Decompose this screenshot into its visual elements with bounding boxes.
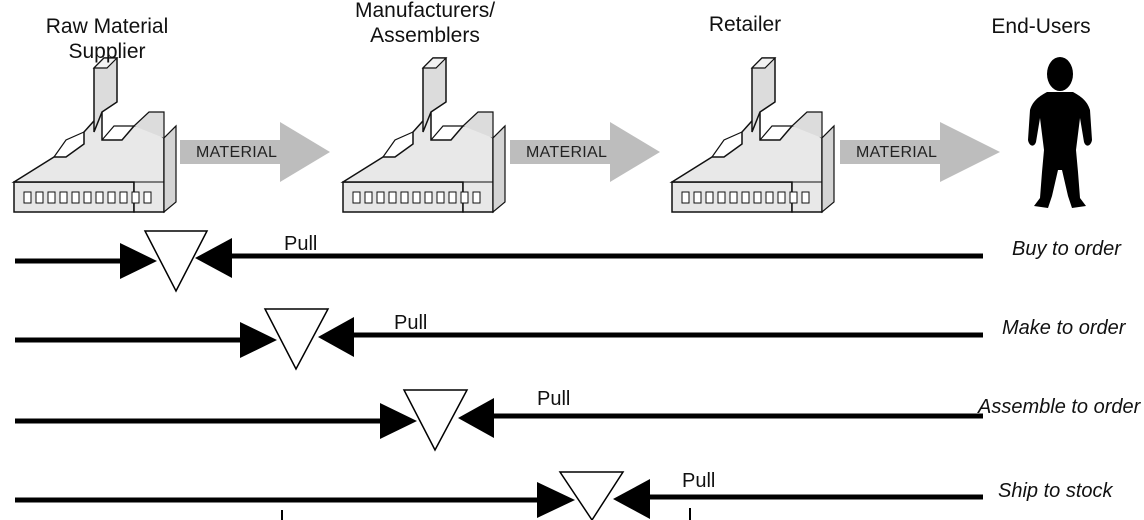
material-arrow-label: MATERIAL: [526, 144, 608, 161]
material-arrow-label: MATERIAL: [856, 144, 938, 161]
strategy-line-make-to-order: [15, 308, 983, 371]
material-arrow-label: MATERIAL: [196, 144, 278, 161]
strategy-line-ship-to-stock: [15, 471, 983, 520]
material-flow-arrow-2: [510, 122, 660, 182]
strategy-line-assemble-to-order: [15, 389, 983, 452]
material-flow-arrow-1: [180, 122, 330, 182]
strategy-line-buy-to-order: [15, 230, 983, 293]
factory-icon-raw-material-supplier: [13, 57, 177, 213]
stage-label-retailer: Retailer: [708, 13, 782, 36]
factory-icon-retailer: [671, 57, 835, 213]
stage-label-raw-material-supplier: Raw Material Supplier: [45, 15, 169, 63]
factory-icon-manufacturers: [342, 57, 506, 213]
strategy-label-assemble-to-order: Assemble to order: [978, 396, 1141, 418]
end-user-silhouette-icon: [1028, 57, 1092, 208]
stage-label-end-users: End-Users: [991, 15, 1091, 38]
pull-label-make-to-order: Pull: [394, 312, 428, 334]
material-flow-arrow-3: [840, 122, 1000, 182]
pull-label-ship-to-stock: Pull: [682, 470, 716, 492]
pull-label-buy-to-order: Pull: [284, 233, 318, 255]
strategy-label-ship-to-stock: Ship to stock: [998, 480, 1113, 502]
strategy-label-buy-to-order: Buy to order: [1012, 238, 1121, 260]
pull-label-assemble-to-order: Pull: [537, 388, 571, 410]
stage-label-manufacturers: Manufacturers/ Assemblers: [354, 0, 496, 47]
strategy-label-make-to-order: Make to order: [1002, 317, 1126, 339]
